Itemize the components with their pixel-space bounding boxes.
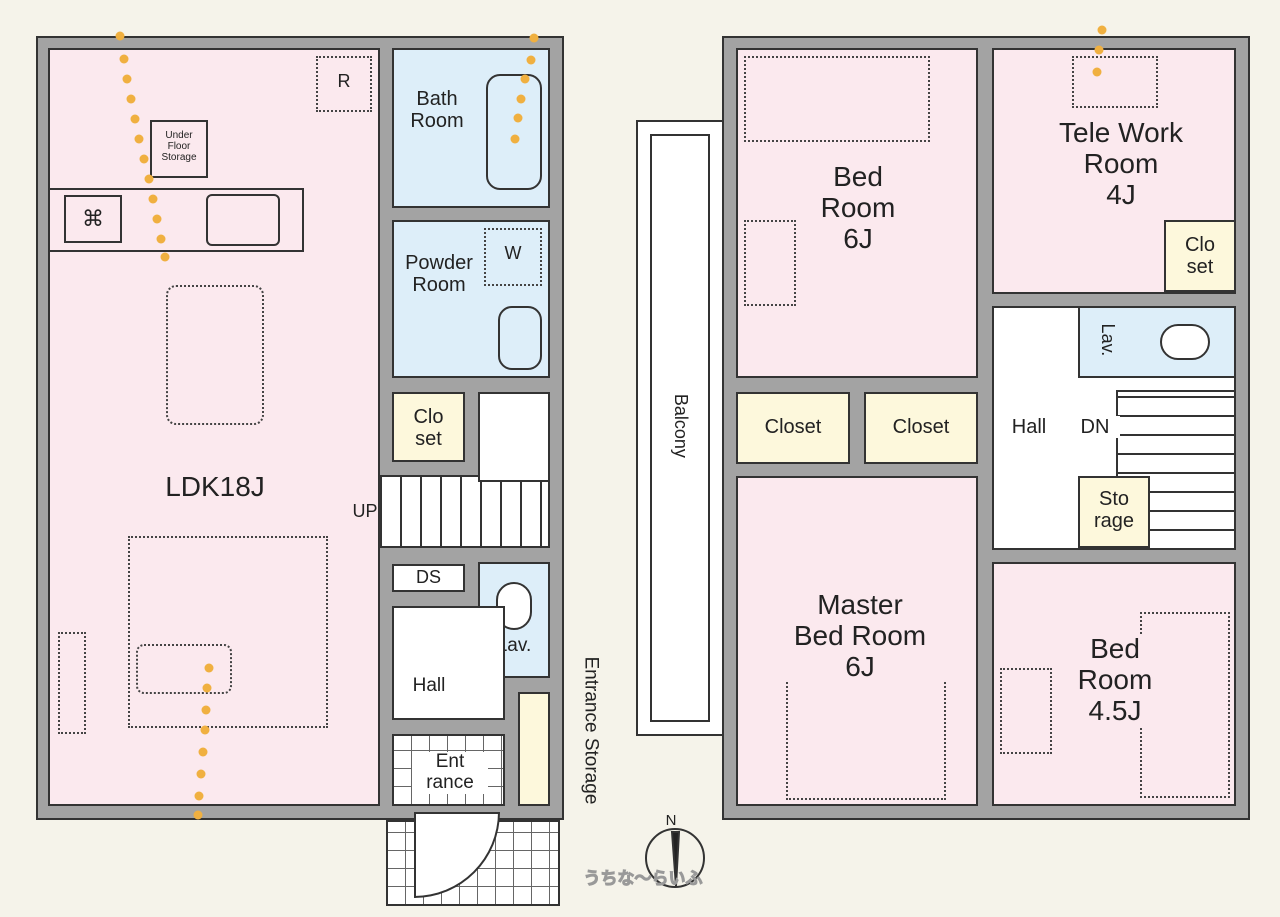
closet-b-2f [864, 392, 978, 464]
staircase-1f [380, 475, 550, 548]
powder-room [392, 220, 550, 378]
closet-a-2f [736, 392, 850, 464]
closet-b-label: Closet [892, 416, 950, 438]
entrance-storage [518, 692, 550, 806]
tv-stand [58, 632, 86, 734]
path-dot [510, 134, 520, 144]
path-dot [204, 663, 214, 673]
bed-room-6j-label: Bed Room 6J [820, 161, 896, 254]
storage-2f [1078, 476, 1150, 548]
bed-room-4-5j-label: Bed Room 4.5J [1060, 633, 1170, 727]
path-dot [198, 747, 208, 757]
path-dot [196, 769, 206, 779]
powder-room-label: Powder Room [405, 252, 473, 296]
closet-small-2f-label: Clo set [1184, 234, 1215, 278]
path-dot [201, 705, 211, 715]
hall-2f-label: Hall [1011, 416, 1047, 438]
washbasin [498, 306, 542, 370]
path-dot [152, 214, 162, 224]
path-dot [119, 54, 129, 64]
refrigerator-space [316, 56, 372, 112]
path-dot [513, 113, 523, 123]
path-dot [134, 134, 144, 144]
watermark: うちな〜らいふ [583, 869, 703, 888]
hall-1f-label: Hall [412, 675, 446, 696]
ds-shoe-storage [392, 564, 465, 592]
path-dot [148, 194, 158, 204]
bed-room-6j [736, 48, 978, 378]
path-dot [130, 114, 140, 124]
path-dot [126, 94, 136, 104]
master-bed-room-label: Master Bed Room 6J [770, 589, 950, 683]
entrance-label: Ent rance [412, 751, 488, 794]
path-dot [139, 154, 149, 164]
dining-table [166, 285, 264, 425]
bath-room-label: Bath Room [410, 88, 464, 132]
path-dot [156, 234, 166, 244]
path-dot [1094, 45, 1104, 55]
ldk-label: LDK18J [165, 471, 265, 502]
coffee-table [136, 644, 232, 694]
toilet-2f [1160, 324, 1210, 360]
tele-work-room-label: Tele Work Room 4J [1059, 117, 1183, 210]
telework-desk [1072, 56, 1158, 108]
sofa [128, 536, 328, 728]
under-floor-storage-label: Under Floor Storage [161, 130, 197, 163]
dn-label: DN [1070, 416, 1120, 438]
sink-icon [206, 194, 280, 246]
desk-6j [744, 220, 796, 306]
closet-1f [392, 392, 465, 462]
closet-small-2f [1164, 220, 1236, 292]
path-dot [1097, 25, 1107, 35]
lavatory-1f-label: Lav. [496, 635, 532, 656]
path-dot [1092, 67, 1102, 77]
path-dot [160, 252, 170, 262]
hall-1f [392, 606, 505, 720]
closet-a-label: Closet [764, 416, 822, 438]
ldk-room [48, 48, 380, 806]
compass-icon [645, 828, 705, 888]
ds-label: DS [415, 567, 441, 587]
stove-icon: ⌘ [64, 195, 122, 243]
balcony-inner [650, 134, 710, 722]
path-dot [529, 33, 539, 43]
closet-1f-label: Clo set [413, 406, 444, 450]
washer-space [484, 228, 542, 286]
path-dot [516, 94, 526, 104]
storage-2f-label: Sto rage [1093, 488, 1135, 532]
path-dot [122, 74, 132, 84]
path-dot [202, 683, 212, 693]
path-dot [194, 791, 204, 801]
under-floor-storage [150, 120, 208, 178]
path-dot [144, 174, 154, 184]
path-dot [193, 810, 203, 820]
bathtub [486, 74, 542, 190]
path-dot [200, 725, 210, 735]
up-label: UP [352, 501, 378, 521]
bed-6j [744, 56, 930, 142]
staircase-upper-1f [478, 392, 550, 482]
path-dot [526, 55, 536, 65]
compass-north-label: N [665, 812, 677, 829]
path-dot [520, 74, 530, 84]
washer-label: W [504, 243, 522, 263]
path-dot [115, 31, 125, 41]
refrigerator-label: R [337, 71, 351, 91]
desk-4-5j [1000, 668, 1052, 754]
